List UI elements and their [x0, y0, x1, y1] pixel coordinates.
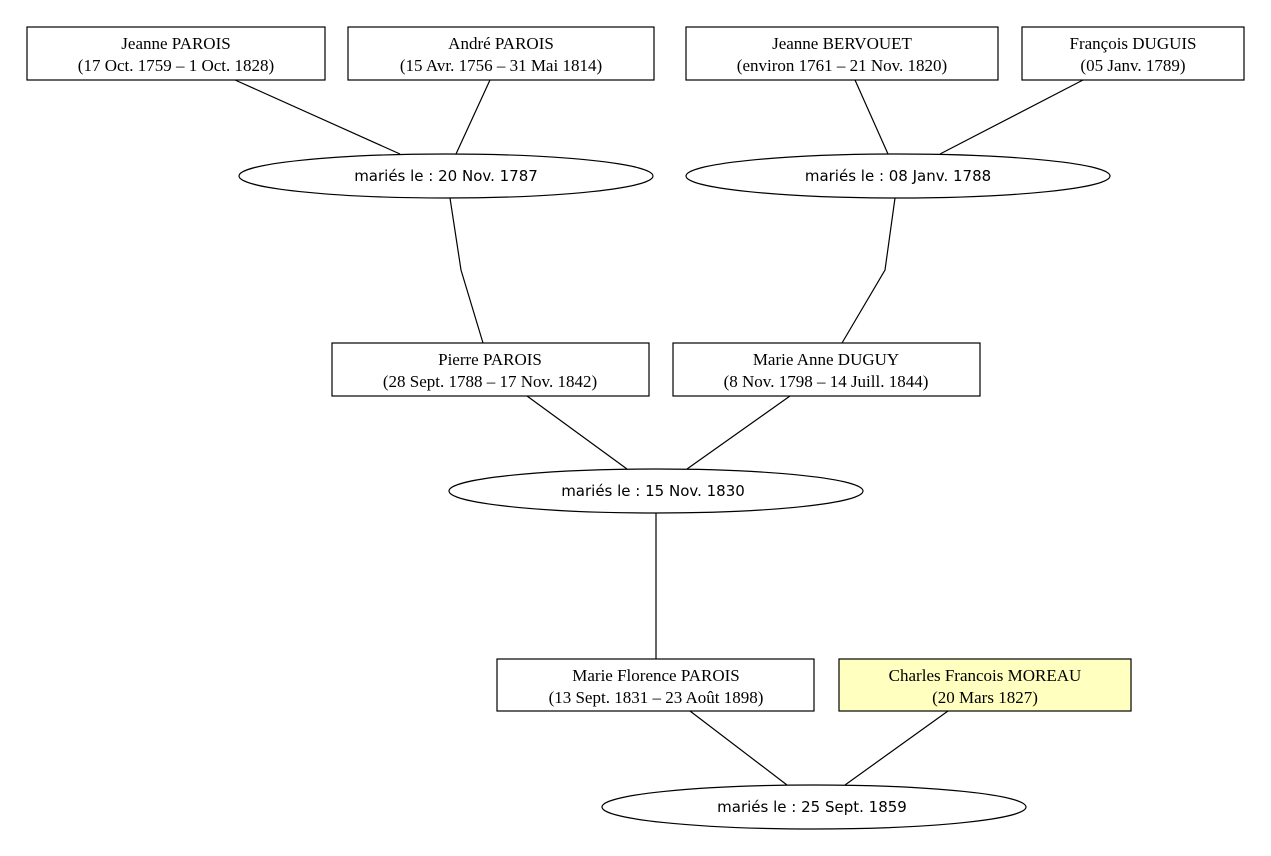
person-box-frame-highlighted — [838, 658, 1132, 712]
person-name: André PAROIS — [448, 34, 554, 53]
edge-marie-anne-duguy-to-union-1830 — [686, 395, 791, 470]
person-box-frame — [347, 26, 655, 81]
person-name: Charles Francois MOREAU — [889, 666, 1082, 685]
person-dates: (20 Mars 1827) — [932, 688, 1038, 707]
person-dates: (13 Sept. 1831 – 23 Août 1898) — [549, 688, 764, 707]
person-box-charles-francois-moreau: Charles Francois MOREAU (20 Mars 1827) — [838, 658, 1132, 712]
person-box-jeanne-parois: Jeanne PAROIS (17 Oct. 1759 – 1 Oct. 182… — [26, 26, 326, 81]
person-box-frame — [672, 342, 981, 397]
person-dates: (17 Oct. 1759 – 1 Oct. 1828) — [78, 56, 274, 75]
person-dates: (environ 1761 – 21 Nov. 1820) — [737, 56, 947, 75]
edge-union-1788-to-marie-anne-duguy — [841, 197, 896, 344]
person-name: Jeanne PAROIS — [121, 34, 230, 53]
person-name: Jeanne BERVOUET — [772, 34, 912, 53]
union-node-1830: mariés le : 15 Nov. 1830 — [448, 468, 864, 514]
edge-jeanne-parois-to-union-1787 — [234, 79, 401, 155]
person-name: Marie Florence PAROIS — [572, 666, 739, 685]
person-box-frame — [496, 658, 815, 712]
union-ellipse — [685, 153, 1111, 199]
person-box-marie-anne-duguy: Marie Anne DUGUY (8 Nov. 1798 – 14 Juill… — [672, 342, 981, 397]
union-node-1788: mariés le : 08 Janv. 1788 — [685, 153, 1111, 199]
union-ellipse — [238, 153, 654, 199]
person-name: Marie Anne DUGUY — [753, 350, 899, 369]
person-dates: (05 Janv. 1789) — [1080, 56, 1185, 75]
union-label: mariés le : 20 Nov. 1787 — [354, 167, 538, 185]
union-node-1787: mariés le : 20 Nov. 1787 — [238, 153, 654, 199]
union-ellipse — [448, 468, 864, 514]
person-box-jeanne-bervouet: Jeanne BERVOUET (environ 1761 – 21 Nov. … — [685, 26, 999, 81]
edge-charles-francois-moreau-to-union-1859 — [844, 710, 949, 786]
person-box-frame — [26, 26, 326, 81]
person-box-frame — [685, 26, 999, 81]
person-box-francois-duguis: François DUGUIS (05 Janv. 1789) — [1021, 26, 1245, 81]
union-label: mariés le : 15 Nov. 1830 — [561, 482, 745, 500]
union-ellipse — [601, 784, 1027, 830]
person-name: Pierre PAROIS — [438, 350, 542, 369]
edge-marie-florence-parois-to-union-1859 — [689, 710, 788, 786]
union-label: mariés le : 08 Janv. 1788 — [805, 167, 991, 185]
person-dates: (28 Sept. 1788 – 17 Nov. 1842) — [383, 372, 597, 391]
connector-lines — [234, 79, 1084, 786]
person-dates: (8 Nov. 1798 – 14 Juill. 1844) — [724, 372, 929, 391]
edge-jeanne-bervouet-to-union-1788 — [854, 79, 889, 155]
person-box-pierre-parois: Pierre PAROIS (28 Sept. 1788 – 17 Nov. 1… — [331, 342, 650, 397]
edge-pierre-parois-to-union-1830 — [526, 395, 628, 470]
union-node-1859: mariés le : 25 Sept. 1859 — [601, 784, 1027, 830]
person-box-frame — [1021, 26, 1245, 81]
person-box-andre-parois: André PAROIS (15 Avr. 1756 – 31 Mai 1814… — [347, 26, 655, 81]
person-box-frame — [331, 342, 650, 397]
person-name: François DUGUIS — [1069, 34, 1196, 53]
edge-francois-duguis-to-union-1788 — [939, 79, 1084, 155]
edge-union-1787-to-pierre-parois — [449, 197, 484, 344]
edge-andre-parois-to-union-1787 — [455, 79, 491, 155]
person-box-marie-florence-parois: Marie Florence PAROIS (13 Sept. 1831 – 2… — [496, 658, 815, 712]
union-label: mariés le : 25 Sept. 1859 — [717, 798, 907, 816]
person-dates: (15 Avr. 1756 – 31 Mai 1814) — [400, 56, 602, 75]
